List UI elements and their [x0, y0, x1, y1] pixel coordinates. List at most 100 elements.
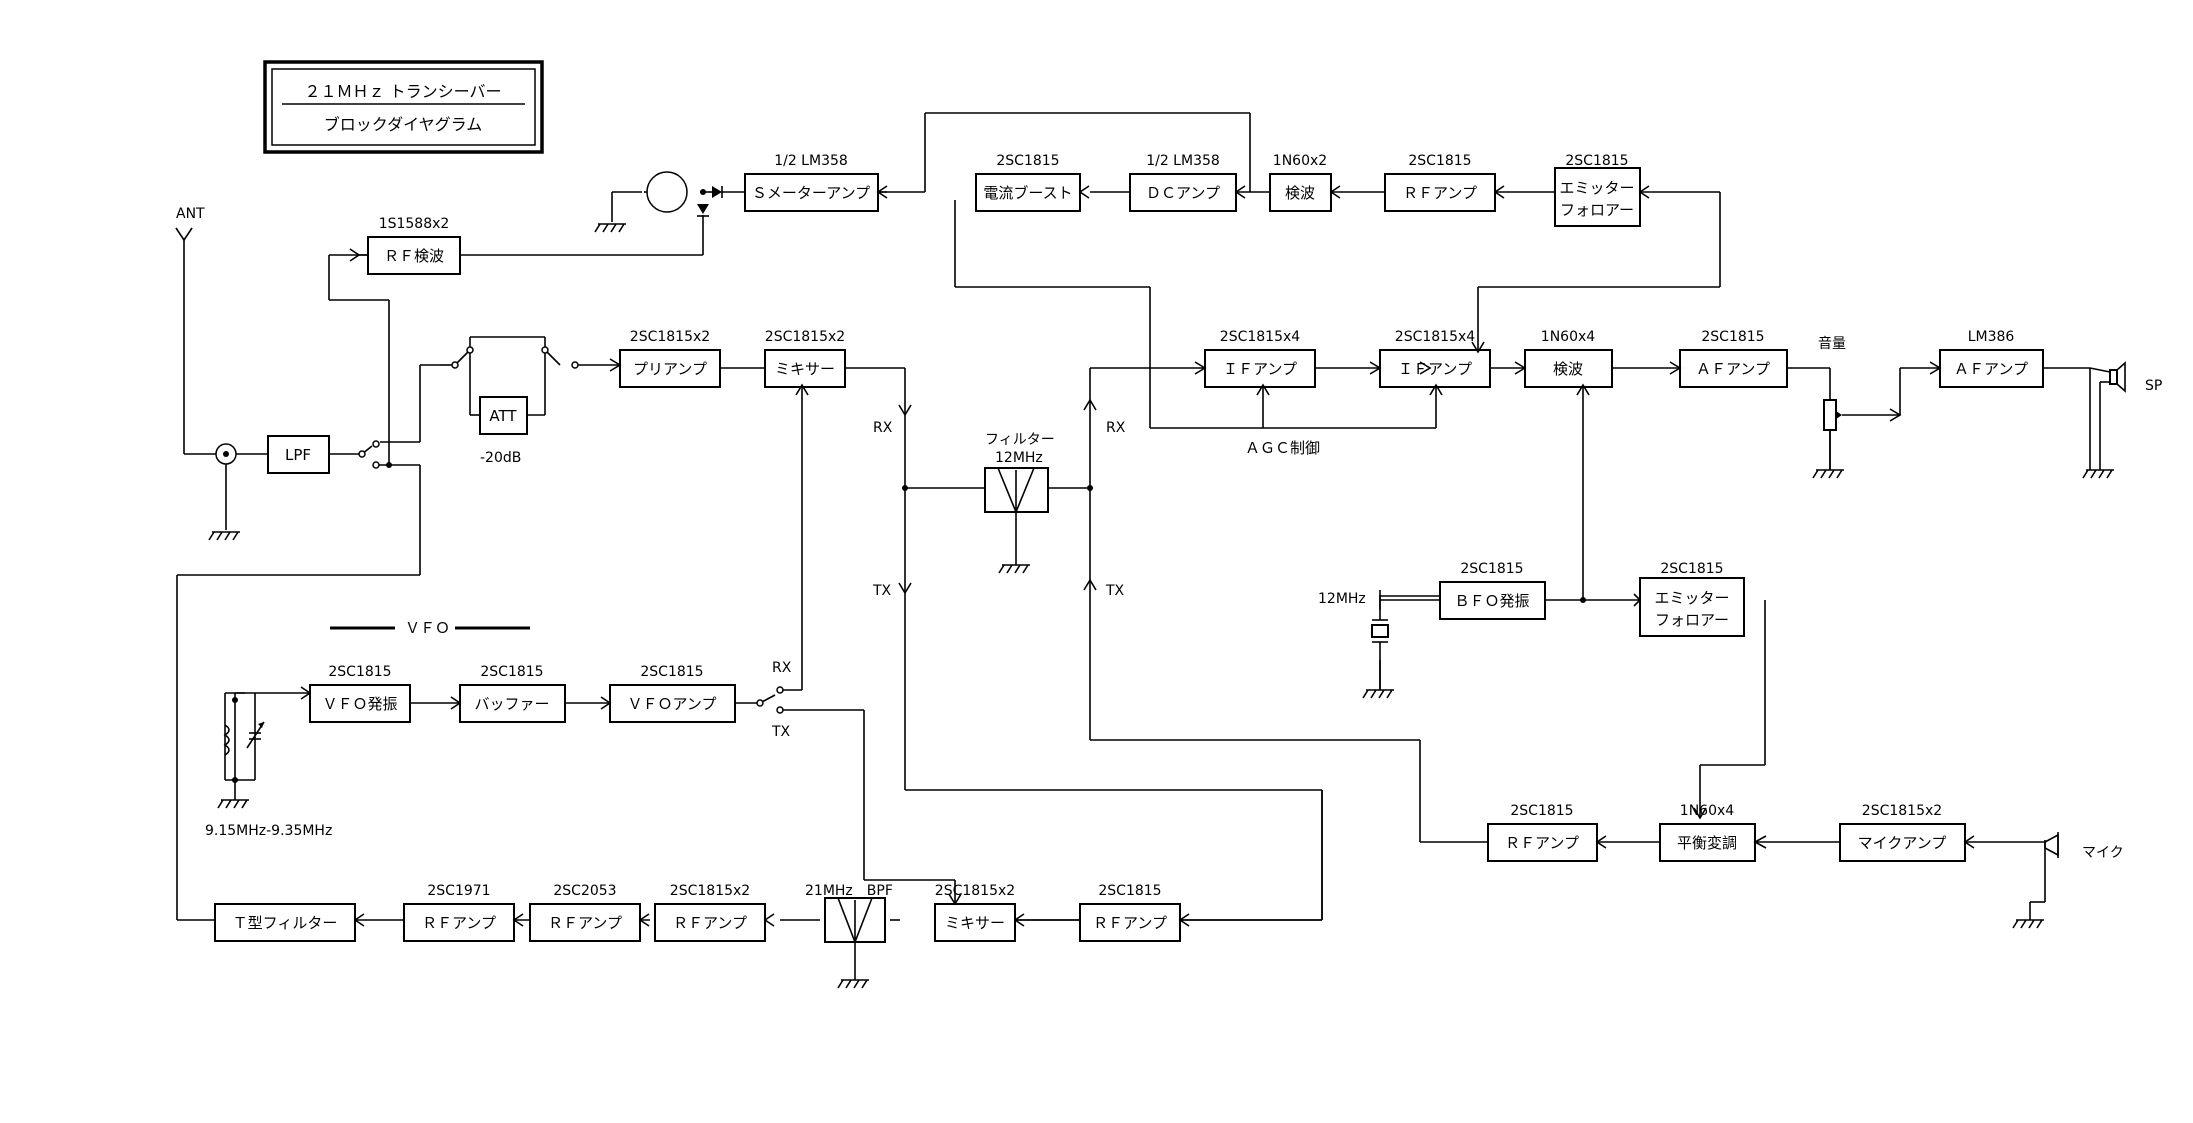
- vfo-range: 9.15MHz-9.35MHz: [205, 823, 332, 839]
- rx-mixer-label: ミキサー: [775, 360, 835, 378]
- af-amp2-label: ＡＦアンプ: [1954, 360, 2028, 378]
- rf-detect-part: 1S1588x2: [379, 216, 450, 232]
- vfo-rx-label: RX: [772, 660, 792, 676]
- diode-icon: [712, 186, 722, 198]
- tx-rf-amp4-label: ＲＦアンプ: [548, 914, 622, 932]
- agc-detector-block: [1269, 173, 1332, 212]
- tx-mixer-part: 2SC1815x2: [935, 883, 1015, 899]
- title-box: ２１ＭＨｚ トランシーバー ブロックダイヤグラム: [263, 60, 544, 154]
- inductor-icon: [223, 724, 230, 756]
- rf-detect-label: ＲＦ検波: [384, 247, 444, 265]
- tx-rf-amp3-part: 2SC1815x2: [670, 883, 750, 899]
- lpf-label: LPF: [285, 446, 311, 464]
- agc-rf-amp-block: [1384, 173, 1496, 212]
- speaker-icon: [2089, 361, 2126, 470]
- rx-mixer-part: 2SC1815x2: [765, 329, 845, 345]
- detector-label: 検波: [1553, 360, 1583, 378]
- balanced-modulator-label: 平衡変調: [1677, 834, 1737, 852]
- agc-emitter-follower-block: [1554, 167, 1641, 227]
- smeter-amp-block: [744, 173, 879, 212]
- t-filter-label: Ｔ型フィルター: [233, 914, 338, 932]
- mic-amp-label: マイクアンプ: [1858, 834, 1947, 852]
- microphone-icon: [2044, 832, 2059, 858]
- agc-ef-part: 2SC1815: [1565, 153, 1628, 169]
- tx-rf-amp5-label: ＲＦアンプ: [422, 914, 496, 932]
- filter-name: フィルター: [985, 432, 1055, 448]
- rf-detect-block: [367, 236, 461, 275]
- if-amp1-label: ＩＦアンプ: [1223, 360, 1297, 378]
- ground-icon: [217, 799, 249, 809]
- current-boost-label: 電流ブースト: [983, 184, 1072, 202]
- bfo-part: 2SC1815: [1460, 561, 1523, 577]
- bfo-label: ＢＦＯ発振: [1454, 592, 1529, 610]
- tx-rf-amp4-part: 2SC2053: [553, 883, 616, 899]
- att-label: ATT: [489, 407, 517, 425]
- current-boost-part: 2SC1815: [996, 153, 1059, 169]
- ground-icon: [208, 531, 240, 541]
- vfo-amp-part: 2SC1815: [640, 664, 703, 680]
- agc-ef-label1: エミッター: [1559, 179, 1634, 197]
- att-block: [479, 396, 528, 435]
- tx-mixer-block: [934, 903, 1016, 942]
- ground-icons: [208, 223, 2114, 989]
- bfo-ef-label2: フォロアー: [1655, 611, 1729, 629]
- symbols: [175, 171, 2126, 989]
- filter-freq: 12MHz: [995, 450, 1043, 466]
- ground-icon: [998, 564, 1030, 574]
- tx-rf-amp4-block: [529, 903, 641, 942]
- balanced-modulator-part: 1N60x4: [1680, 803, 1734, 819]
- tx-rf-amp5-part: 2SC1971: [427, 883, 490, 899]
- detector-part: 1N60x4: [1541, 329, 1595, 345]
- antenna-icon: [175, 227, 193, 242]
- buffer-block: [459, 684, 566, 723]
- tx-rf-amp2-part: 2SC1815: [1098, 883, 1161, 899]
- mic-amp-part: 2SC1815x2: [1862, 803, 1942, 819]
- bfo-block: [1439, 581, 1546, 620]
- buffer-label: バッファー: [474, 695, 549, 713]
- bfo-emitter-follower-block: [1639, 577, 1745, 637]
- agc-ef-label2: フォロアー: [1560, 201, 1634, 219]
- preamp-label: プリアンプ: [633, 360, 707, 378]
- ant-label: ANT: [176, 206, 205, 222]
- bpf-label: 21MHz BPF: [805, 883, 893, 899]
- title-line2: ブロックダイヤグラム: [324, 115, 482, 134]
- tx-rf-amp1-part: 2SC1815: [1510, 803, 1573, 819]
- tx-mixer-label: ミキサー: [945, 914, 1005, 932]
- rx-mixer-block: [764, 349, 846, 388]
- vfo-amp-label: ＶＦＯアンプ: [628, 695, 717, 713]
- tx-rf-amp2-block: [1079, 903, 1181, 942]
- bfo-xtal-label: 12MHz: [1318, 591, 1366, 607]
- ground-icon: [1812, 469, 1844, 479]
- tx-rf-amp3-label: ＲＦアンプ: [673, 914, 747, 932]
- vfo-tx-label: TX: [771, 724, 791, 740]
- vfo-osc-block: [309, 684, 411, 723]
- if-amp2-label: ＩＦアンプ: [1398, 360, 1472, 378]
- tx-rf-amp2-label: ＲＦアンプ: [1093, 914, 1167, 932]
- blocks: [214, 167, 2044, 942]
- agc-detector-label: 検波: [1285, 184, 1315, 202]
- mic-label: マイク: [2082, 845, 2124, 861]
- agc-rf-amp-part: 2SC1815: [1408, 153, 1471, 169]
- arrow-heads: [300, 185, 1975, 927]
- af-amp1-part: 2SC1815: [1701, 329, 1764, 345]
- variable-capacitor-icon: [246, 721, 265, 749]
- s-meter-icon: [646, 171, 688, 213]
- agc-label: ＡＧＣ制御: [1245, 439, 1320, 457]
- ground-icon: [1362, 689, 1394, 699]
- balanced-modulator-block: [1659, 823, 1756, 862]
- rx-label-right: RX: [1106, 420, 1126, 436]
- tx-rf-amp5-block: [403, 903, 515, 942]
- block-labels: ＲＦ検波 1S1588x2 LPF ATT プリアンプ 2SC1815x2 ミキ…: [233, 153, 2028, 932]
- ground-icon: [837, 979, 869, 989]
- smeter-amp-label: Ｓメーターアンプ: [752, 184, 870, 202]
- tx-label-right: TX: [1105, 583, 1125, 599]
- ground-icon: [2082, 469, 2114, 479]
- af-amp1-label: ＡＦアンプ: [1696, 360, 1770, 378]
- vfo-osc-label: ＶＦＯ発振: [322, 695, 397, 713]
- misc-labels: ANT -20dB RX TX RX TX フィルター 12MHz ＡＧＣ制御 …: [176, 182, 2162, 899]
- preamp-part: 2SC1815x2: [630, 329, 710, 345]
- bfo-ef-part: 2SC1815: [1660, 561, 1723, 577]
- vfo-osc-part: 2SC1815: [328, 664, 391, 680]
- current-boost-block: [975, 173, 1081, 212]
